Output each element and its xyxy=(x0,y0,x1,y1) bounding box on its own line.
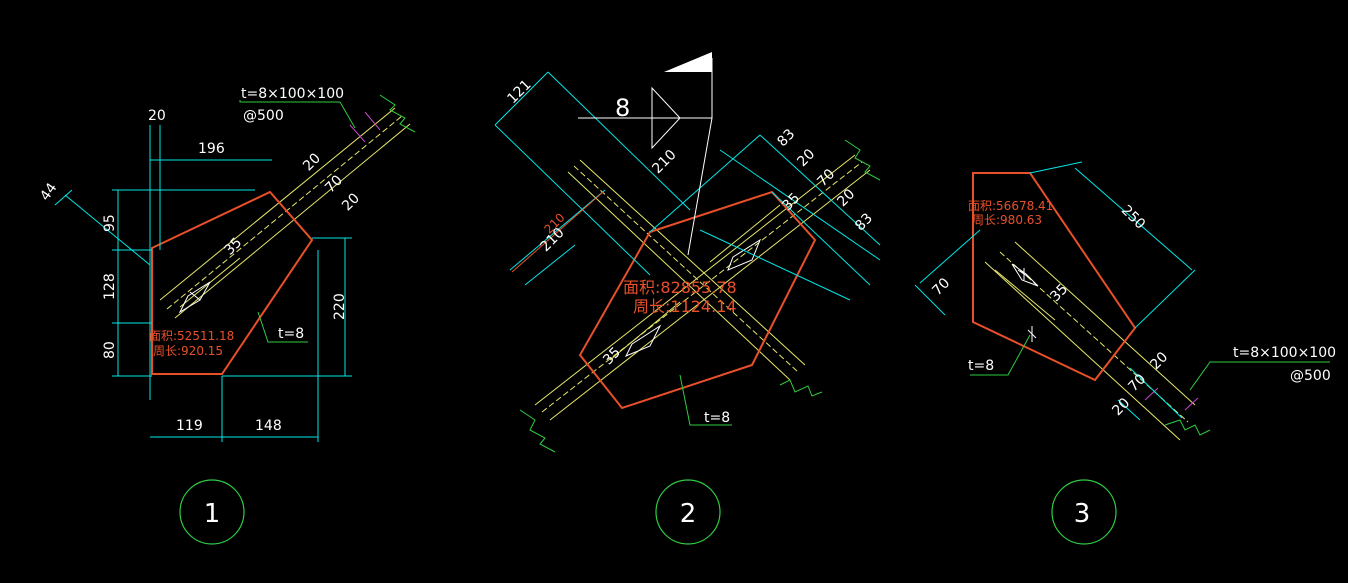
detail-3-perimeter-label: 周长:980.63 xyxy=(972,213,1042,227)
detail-1-dim-119: 119 xyxy=(176,418,203,434)
detail-1-stiffener-spacing: @500 xyxy=(243,108,284,124)
detail-2-area-label: 面积:82855.78 xyxy=(623,278,737,297)
detail-2-member-b xyxy=(534,154,871,421)
detail-1: t=8×100×100 @500 20 196 44 95 128 80 220… xyxy=(37,86,416,545)
detail-1-break-line xyxy=(379,94,416,133)
detail-2-weld-flag-icon xyxy=(664,52,712,72)
detail-2-break-line-c xyxy=(779,379,823,397)
detail-1-leader xyxy=(257,311,308,343)
detail-2-weld-size: 8 xyxy=(615,94,630,122)
detail-1-area-label: 面积:52511.18 xyxy=(149,329,234,343)
detail-3-dimensions xyxy=(914,161,1196,421)
detail-1-number-circle xyxy=(179,479,245,545)
detail-2-member-a xyxy=(567,159,806,381)
detail-1-perimeter-label: 周长:920.15 xyxy=(153,344,223,358)
detail-1-dim-20: 20 xyxy=(148,108,166,124)
detail-3: t=8×100×100 @500 250 70 35 20 70 20 面积:5… xyxy=(914,161,1336,545)
detail-1-thickness-label: t=8 xyxy=(278,326,304,342)
detail-3-thickness-label: t=8 xyxy=(968,358,994,374)
detail-1-number: 1 xyxy=(204,499,221,529)
detail-1-note-leader xyxy=(239,100,340,103)
detail-3-break-line xyxy=(1164,419,1211,436)
detail-3-number: 3 xyxy=(1074,499,1091,529)
detail-1-bolt-icon xyxy=(178,281,211,314)
detail-3-note-leader xyxy=(1189,361,1330,391)
detail-1-dim-196: 196 xyxy=(198,141,225,157)
detail-2-break-line-a xyxy=(844,139,881,181)
detail-2-perimeter-label: 周长:1124.14 xyxy=(633,297,737,316)
detail-1-gusset-plate xyxy=(151,190,314,375)
detail-2-dimensions xyxy=(494,71,881,301)
detail-3-bolt-icon xyxy=(1011,263,1039,342)
detail-2-thickness-label: t=8 xyxy=(704,410,730,426)
detail-2-leader xyxy=(679,374,732,426)
detail-1-dim-128: 128 xyxy=(102,273,118,300)
detail-1-dim-80: 80 xyxy=(102,341,118,359)
detail-3-leader xyxy=(970,334,1031,376)
detail-3-area-label: 面积:56678.41 xyxy=(968,199,1053,213)
detail-3-stiffener-note: t=8×100×100 xyxy=(1233,345,1336,361)
detail-1-dim-148: 148 xyxy=(255,418,282,434)
detail-2-number: 2 xyxy=(680,499,697,529)
detail-2-weld-symbol xyxy=(578,58,713,256)
detail-3-stiffener-spacing: @500 xyxy=(1290,368,1331,384)
detail-2-number-circle xyxy=(655,479,721,545)
detail-1-dim-95: 95 xyxy=(102,214,118,232)
detail-2-break-line-b xyxy=(519,409,556,453)
detail-3-number-circle xyxy=(1051,479,1117,545)
detail-3-gusset-plate xyxy=(972,172,1137,382)
detail-1-dimensions xyxy=(54,125,352,442)
detail-1-stiffener-note: t=8×100×100 xyxy=(241,86,344,102)
detail-1-dim-220: 220 xyxy=(332,293,348,320)
detail-2-bolt-icon xyxy=(624,238,762,357)
